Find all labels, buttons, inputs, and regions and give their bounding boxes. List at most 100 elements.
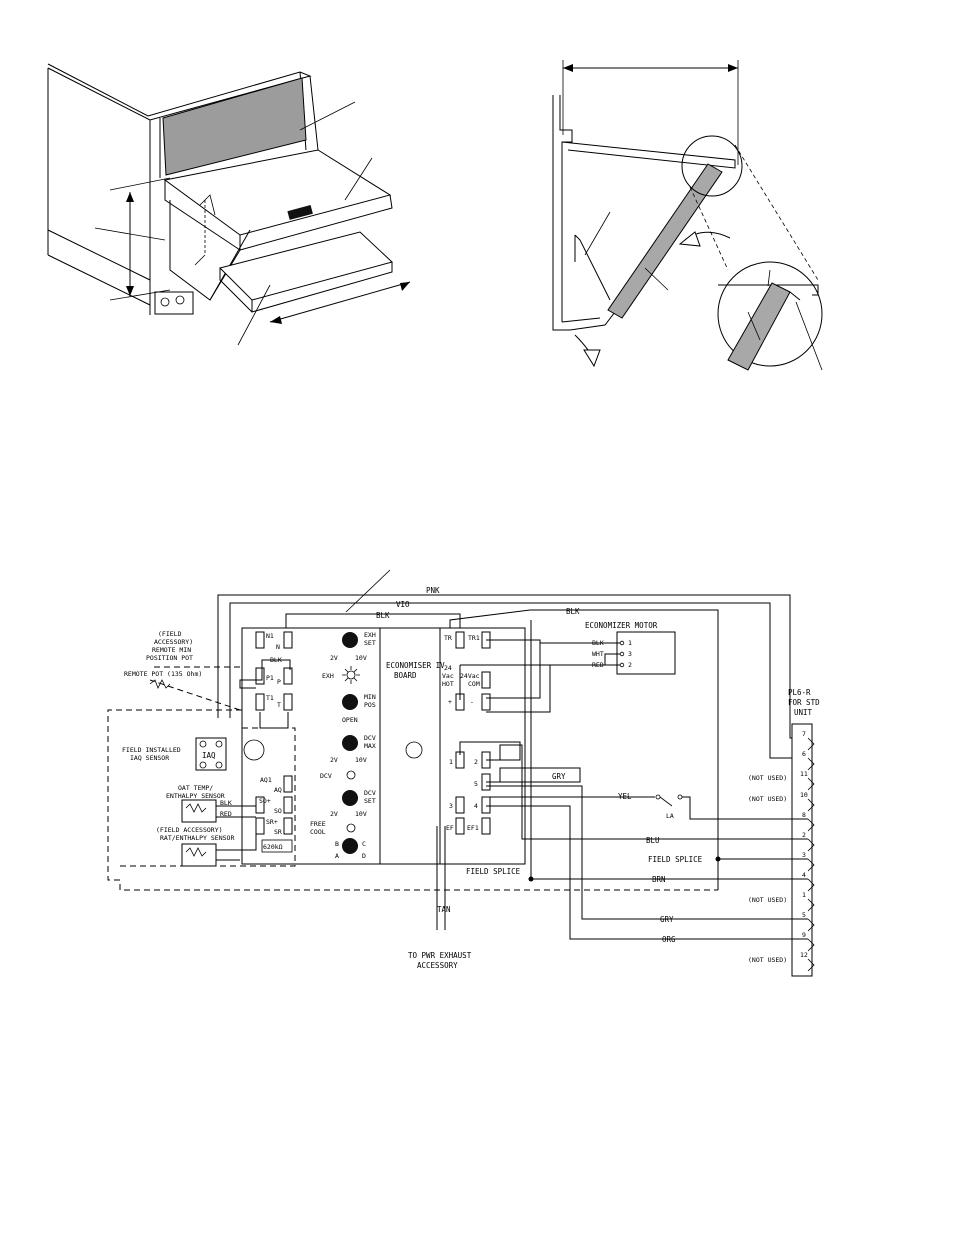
remote-pot-label: REMOTE POT (135 Ohm) [124, 670, 202, 678]
terminal-24vac-hot-1: 24 [444, 664, 452, 672]
pot-10v-a: 10V [355, 654, 367, 662]
pot-letter-c: C [362, 840, 366, 848]
terminal-5: 5 [474, 780, 478, 788]
terminal-sr-plus: SR+ [266, 818, 278, 826]
wire-label-pnk: PNK [426, 586, 440, 595]
terminal-ef1: EF1 [467, 824, 479, 832]
pot-2v-a: 2V [330, 654, 338, 662]
pin-3: 3 [802, 851, 806, 859]
pot-dcv-set-1: DCV [364, 789, 376, 797]
terminal-24vac-hot-2: Vac [442, 672, 454, 680]
pin-9: 9 [802, 931, 806, 939]
oat-wire-blk: BLK [220, 799, 232, 807]
rat-sensor-label-2: RAT/ENTHALPY SENSOR [160, 834, 234, 842]
oat-sensor-label-2: ENTHALPY SENSOR [166, 792, 225, 800]
terminal-aq: AQ [274, 786, 282, 794]
terminal-4: 4 [474, 802, 478, 810]
pin-7: 7 [802, 730, 806, 738]
rat-sensor-label-1: (FIELD ACCESSORY) [156, 826, 223, 834]
terminal-n1: N1 [266, 632, 274, 640]
terminal-tr1: TR1 [468, 634, 480, 642]
field-accessory-pot-4: POSITION POT [146, 654, 193, 662]
to-pwr-exhaust-2: ACCESSORY [417, 961, 458, 970]
pin-10: 10 [800, 791, 808, 799]
pot-letter-b: B [335, 840, 339, 848]
oat-wire-red: RED [220, 810, 232, 818]
terminal-sr: SR [274, 828, 282, 836]
pin-4: 4 [802, 871, 806, 879]
pot-exh-set-2: SET [364, 639, 376, 647]
pl6r-label-3: UNIT [794, 708, 813, 717]
pin-12: 12 [800, 951, 808, 959]
motor-pin-3: 3 [628, 650, 632, 658]
terminal-aq1: AQ1 [260, 776, 272, 784]
terminal-1: 1 [449, 758, 453, 766]
to-pwr-exhaust-1: TO PWR EXHAUST [408, 951, 472, 960]
terminal-n: N [276, 643, 280, 651]
pl6r-label-2: FOR STD [788, 698, 820, 707]
terminal-p: P [277, 678, 281, 686]
resistor-label: 620kΩ [263, 843, 283, 851]
pin-11: 11 [800, 770, 808, 778]
field-splice-label-2: FIELD SPLICE [466, 867, 521, 876]
terminal-2: 2 [474, 758, 478, 766]
wire-label-blk-3: BLK [270, 656, 282, 664]
wire-label-blu: BLU [646, 836, 660, 845]
field-accessory-pot-3: REMOTE MIN [152, 646, 191, 654]
terminal-so: SO [274, 807, 282, 815]
pot-dcv: DCV [320, 772, 332, 780]
iaq-sensor-label-1: FIELD INSTALLED [122, 746, 181, 754]
wire-label-tan: TAN [437, 905, 451, 914]
pin-1: 1 [802, 891, 806, 899]
iaq-label: IAQ [202, 751, 216, 760]
terminal-so-plus: SO+ [259, 797, 271, 805]
left-terminal-strip: N1 N P1 P T1 T AQ1 AQ SO+ SO SR+ SR [243, 631, 293, 836]
terminal-3: 3 [449, 802, 453, 810]
pot-2v-c: 2V [330, 810, 338, 818]
pot-letter-a: A [335, 852, 339, 860]
pl6r-connector [791, 723, 813, 977]
rat-sensor [181, 843, 217, 867]
motor-wire-wht: WHT [592, 650, 604, 658]
motor-pin-1: 1 [628, 639, 632, 647]
terminal-t: T [277, 701, 281, 709]
limit-switch-la: LA [666, 812, 674, 820]
pot-letter-d: D [362, 852, 366, 860]
not-used-11: (NOT USED) [748, 774, 787, 782]
pot-10v-c: 10V [355, 810, 367, 818]
pin-6: 6 [802, 750, 806, 758]
not-used-12: (NOT USED) [748, 956, 787, 964]
pot-dcv-max-1: DCV [364, 734, 376, 742]
pot-open: OPEN [342, 716, 358, 724]
wire-label-blk: BLK [376, 611, 390, 620]
economizer-motor-label: ECONOMIZER MOTOR [585, 621, 658, 630]
terminal-24vac-com-2: COM [468, 680, 480, 688]
wire-label-gry: GRY [552, 772, 566, 781]
pl6r-pins: 7 6 11 10 8 2 3 4 1 5 9 12 [800, 730, 815, 972]
motor-pin-2: 2 [628, 661, 632, 669]
terminal-24vac-com-1: 24Vac [460, 672, 480, 680]
pl6r-label-1: PL6-R [788, 688, 811, 697]
pot-min-pos-2: POS [364, 701, 376, 709]
pot-free-cool-1: FREE [310, 820, 326, 828]
potentiometers: EXH SET 2V 10V EXH MIN POS OPEN DCV MAX … [310, 631, 376, 860]
wire-label-vio: VIO [396, 600, 410, 609]
board-label-line2: BOARD [394, 671, 417, 680]
wire-label-gry-2: GRY [660, 915, 674, 924]
mounting-hole [405, 741, 423, 759]
pot-exh: EXH [322, 672, 334, 680]
economizer-motor-box [616, 631, 676, 675]
pot-2v-b: 2V [330, 756, 338, 764]
pot-exh-set-1: EXH [364, 631, 376, 639]
board-label-line1: ECONOMISER IV [386, 661, 445, 670]
terminal-t1: T1 [266, 694, 274, 702]
terminal-24vac-hot-3: HOT [442, 680, 454, 688]
wiring-diagram: PNK VIO BLK BLK ECONOMISER IV BOARD N1 N… [107, 569, 820, 977]
pin-5: 5 [802, 911, 806, 919]
terminal-plus: + [448, 698, 452, 706]
terminal-p1: P1 [266, 674, 274, 682]
wire-label-brn: BRN [652, 875, 666, 884]
iaq-sensor-label-2: IAQ SENSOR [130, 754, 169, 762]
not-used-1: (NOT USED) [748, 896, 787, 904]
